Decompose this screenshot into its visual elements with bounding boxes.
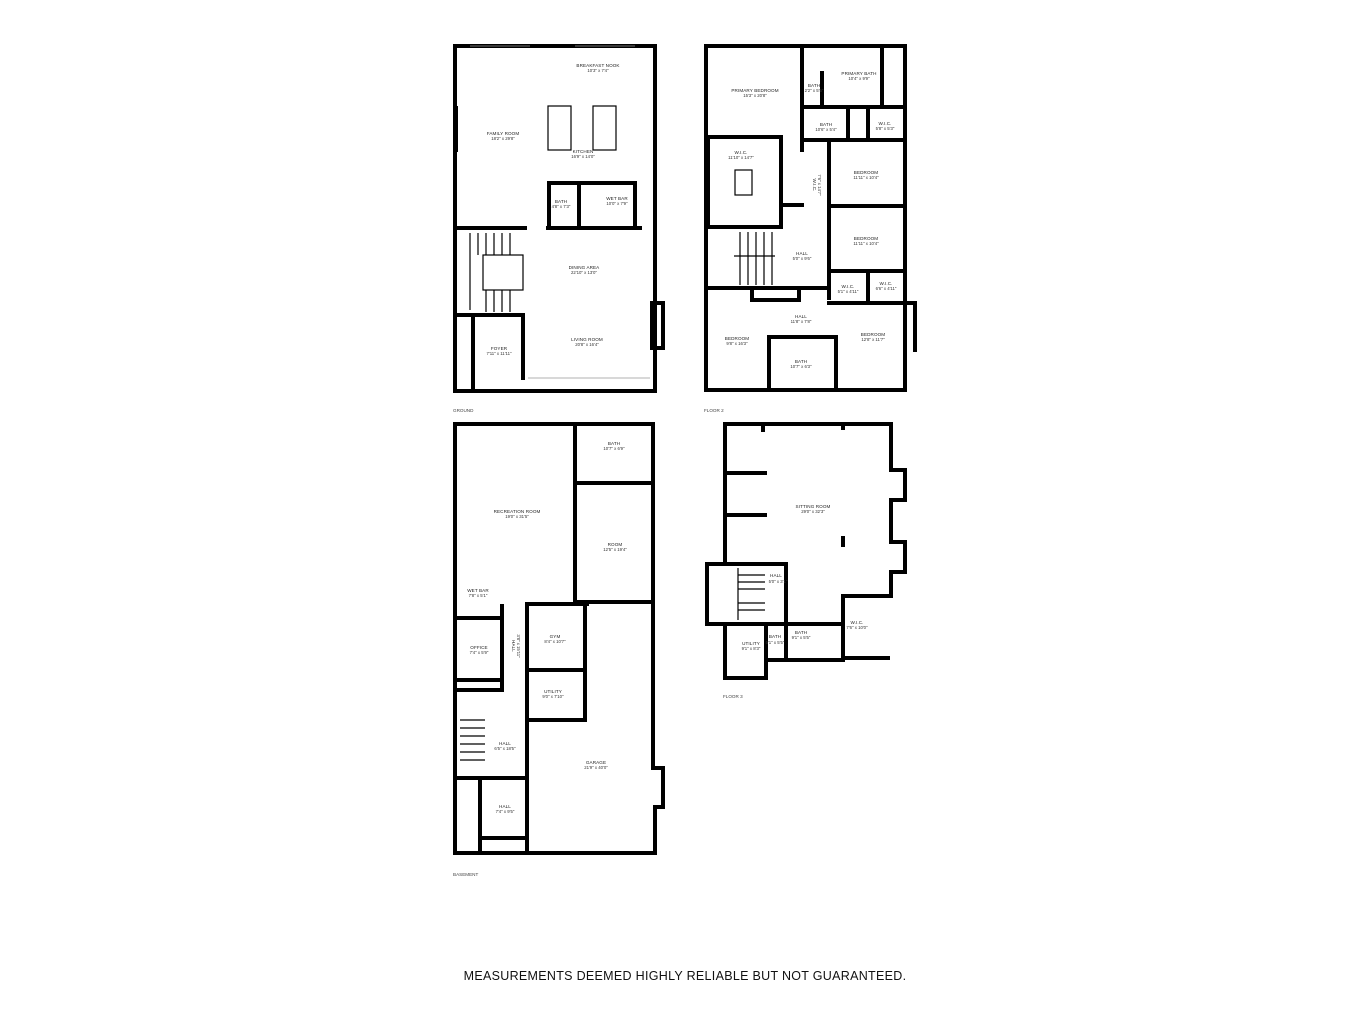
room-dimensions: 21'9" x 40'0" <box>584 765 608 770</box>
room-dimensions: 7'6" x 14'7" <box>817 174 822 196</box>
room-label: BATH <box>769 634 781 639</box>
room-dimensions: 6'5" x 18'5" <box>494 746 516 751</box>
room-dimensions: 7'4" x 5'9" <box>470 650 489 655</box>
room-dimensions: 6'6" x 4'11" <box>876 286 897 291</box>
floor-label: FLOOR 2 <box>704 408 724 413</box>
room-dimensions: 11'10" x 14'7" <box>728 155 754 160</box>
room-label: BREAKFAST NOOK <box>576 63 620 68</box>
room-dimensions: 16'9" x 14'0" <box>571 154 595 159</box>
room-dimensions: 10'4" x 9'9" <box>848 76 870 81</box>
room-label: BATH <box>795 359 807 364</box>
room-dimensions: 4'8" x 7'3" <box>552 204 571 209</box>
room-label: W.I.C. <box>879 281 892 286</box>
room-label: BATH <box>808 83 820 88</box>
room-label: GYM <box>550 634 561 639</box>
room-dimensions: 5'1" x 4'11" <box>838 289 859 294</box>
room-label: W.I.C. <box>841 284 854 289</box>
room-dimensions: 3'8" x 15'11" <box>516 634 521 658</box>
room-label: HALL <box>499 804 511 809</box>
room-dimensions: 2'2" x 5'5" <box>805 88 824 93</box>
room-label: BEDROOM <box>725 336 750 341</box>
room-label: GARAGE <box>586 760 606 765</box>
room-dimensions: 18'2" x 29'8" <box>491 136 515 141</box>
ground-floor-plan: BREAKFAST NOOK 10'3" x 7'4" FAMILY ROOM … <box>453 44 665 413</box>
room-dimensions: 7'6" x 10'0" <box>846 625 868 630</box>
room-label: SITTING ROOM <box>796 504 831 509</box>
room-dimensions: 5'1" x 5'5" <box>766 640 785 645</box>
room-dimensions: 5'0" x 9'6" <box>793 256 812 261</box>
room-label: W.I.C. <box>878 121 891 126</box>
room-dimensions: 9'8" x 16'3" <box>726 341 748 346</box>
room-dimensions: 20'8" x 16'4" <box>575 342 599 347</box>
room-dimensions: 11'11" x 10'4" <box>853 241 879 246</box>
room-dimensions: 5'8" x 5'3" <box>876 126 895 131</box>
room-label: HALL <box>795 314 807 319</box>
room-label: W.I.C. <box>812 178 817 191</box>
room-label: ROOM <box>608 542 623 547</box>
room-label: UTILITY <box>742 641 760 646</box>
floor-label: GROUND <box>453 408 474 413</box>
floor-2-plan: PRIMARY BEDROOM 15'3" x 20'8" PRIMARY BA… <box>704 44 917 413</box>
room-label: LIVING ROOM <box>571 337 603 342</box>
room-label: W.I.C. <box>850 620 863 625</box>
room-label: HALL <box>770 573 782 578</box>
floor-3-plan: SITTING ROOM 29'0" x 32'3" HALL 5'0" x 3… <box>705 422 907 699</box>
room-dimensions: 7'11" x 11'11" <box>487 351 512 356</box>
room-dimensions: 8'4" x 10'7" <box>544 639 566 644</box>
room-label: UTILITY <box>544 689 562 694</box>
floor-label: FLOOR 3 <box>723 694 743 699</box>
room-label: WET BAR <box>606 196 628 201</box>
room-dimensions: 15'3" x 20'8" <box>743 93 767 98</box>
disclaimer: MEASUREMENTS DEEMED HIGHLY RELIABLE BUT … <box>463 969 907 983</box>
room-label: W.I.C. <box>734 150 747 155</box>
room-label: PRIMARY BEDROOM <box>731 88 778 93</box>
room-label: BATH <box>608 441 620 446</box>
floor-label: BASEMENT <box>453 872 478 877</box>
room-dimensions: 12'5" x 19'4" <box>603 547 627 552</box>
room-label: PRIMARY BATH <box>841 71 876 76</box>
room-dimensions: 11'8" x 7'8" <box>791 319 812 324</box>
room-label: BEDROOM <box>854 170 879 175</box>
room-label: OFFICE <box>470 645 487 650</box>
room-dimensions: 12'8" x 11'7" <box>861 337 885 342</box>
room-label: BATH <box>555 199 567 204</box>
room-label: RECREATION ROOM <box>494 509 541 514</box>
room-label: BATH <box>820 122 832 127</box>
room-label: KITCHEN <box>573 149 594 154</box>
room-dimensions: 10'0" x 7'9" <box>606 201 628 206</box>
room-label: HALL <box>511 640 516 652</box>
room-dimensions: 11'11" x 10'4" <box>853 175 879 180</box>
room-label: BATH <box>795 630 807 635</box>
room-dimensions: 10'7" x 6'3" <box>790 364 812 369</box>
room-label: FAMILY ROOM <box>487 131 520 136</box>
room-dimensions: 19'0" x 31'5" <box>505 514 529 519</box>
room-dimensions: 10'7" x 6'9" <box>603 446 625 451</box>
room-dimensions: 9'1" x 5'5" <box>792 635 811 640</box>
room-dimensions: 5'0" x 3'1" <box>769 579 788 584</box>
room-label: HALL <box>499 741 511 746</box>
basement-plan: RECREATION ROOM 19'0" x 31'5" BATH 10'7"… <box>453 422 665 877</box>
room-dimensions: 9'1" x 8'3" <box>742 646 761 651</box>
room-dimensions: 9'0" x 7'10" <box>542 694 564 699</box>
room-dimensions: 29'0" x 32'3" <box>801 509 825 514</box>
room-label: WET BAR <box>467 588 489 593</box>
room-label: FOYER <box>491 346 508 351</box>
room-dimensions: 10'3" x 7'4" <box>587 68 609 73</box>
room-label: DINING AREA <box>569 265 601 270</box>
room-dimensions: 7'8" x 5'1" <box>469 593 488 598</box>
room-label: BEDROOM <box>861 332 886 337</box>
room-dimensions: 10'6" x 5'4" <box>815 127 837 132</box>
room-label: BEDROOM <box>854 236 879 241</box>
room-label: HALL <box>796 251 808 256</box>
room-dimensions: 7'4" x 9'5" <box>496 809 515 814</box>
room-dimensions: 22'10" x 13'0" <box>571 270 597 275</box>
